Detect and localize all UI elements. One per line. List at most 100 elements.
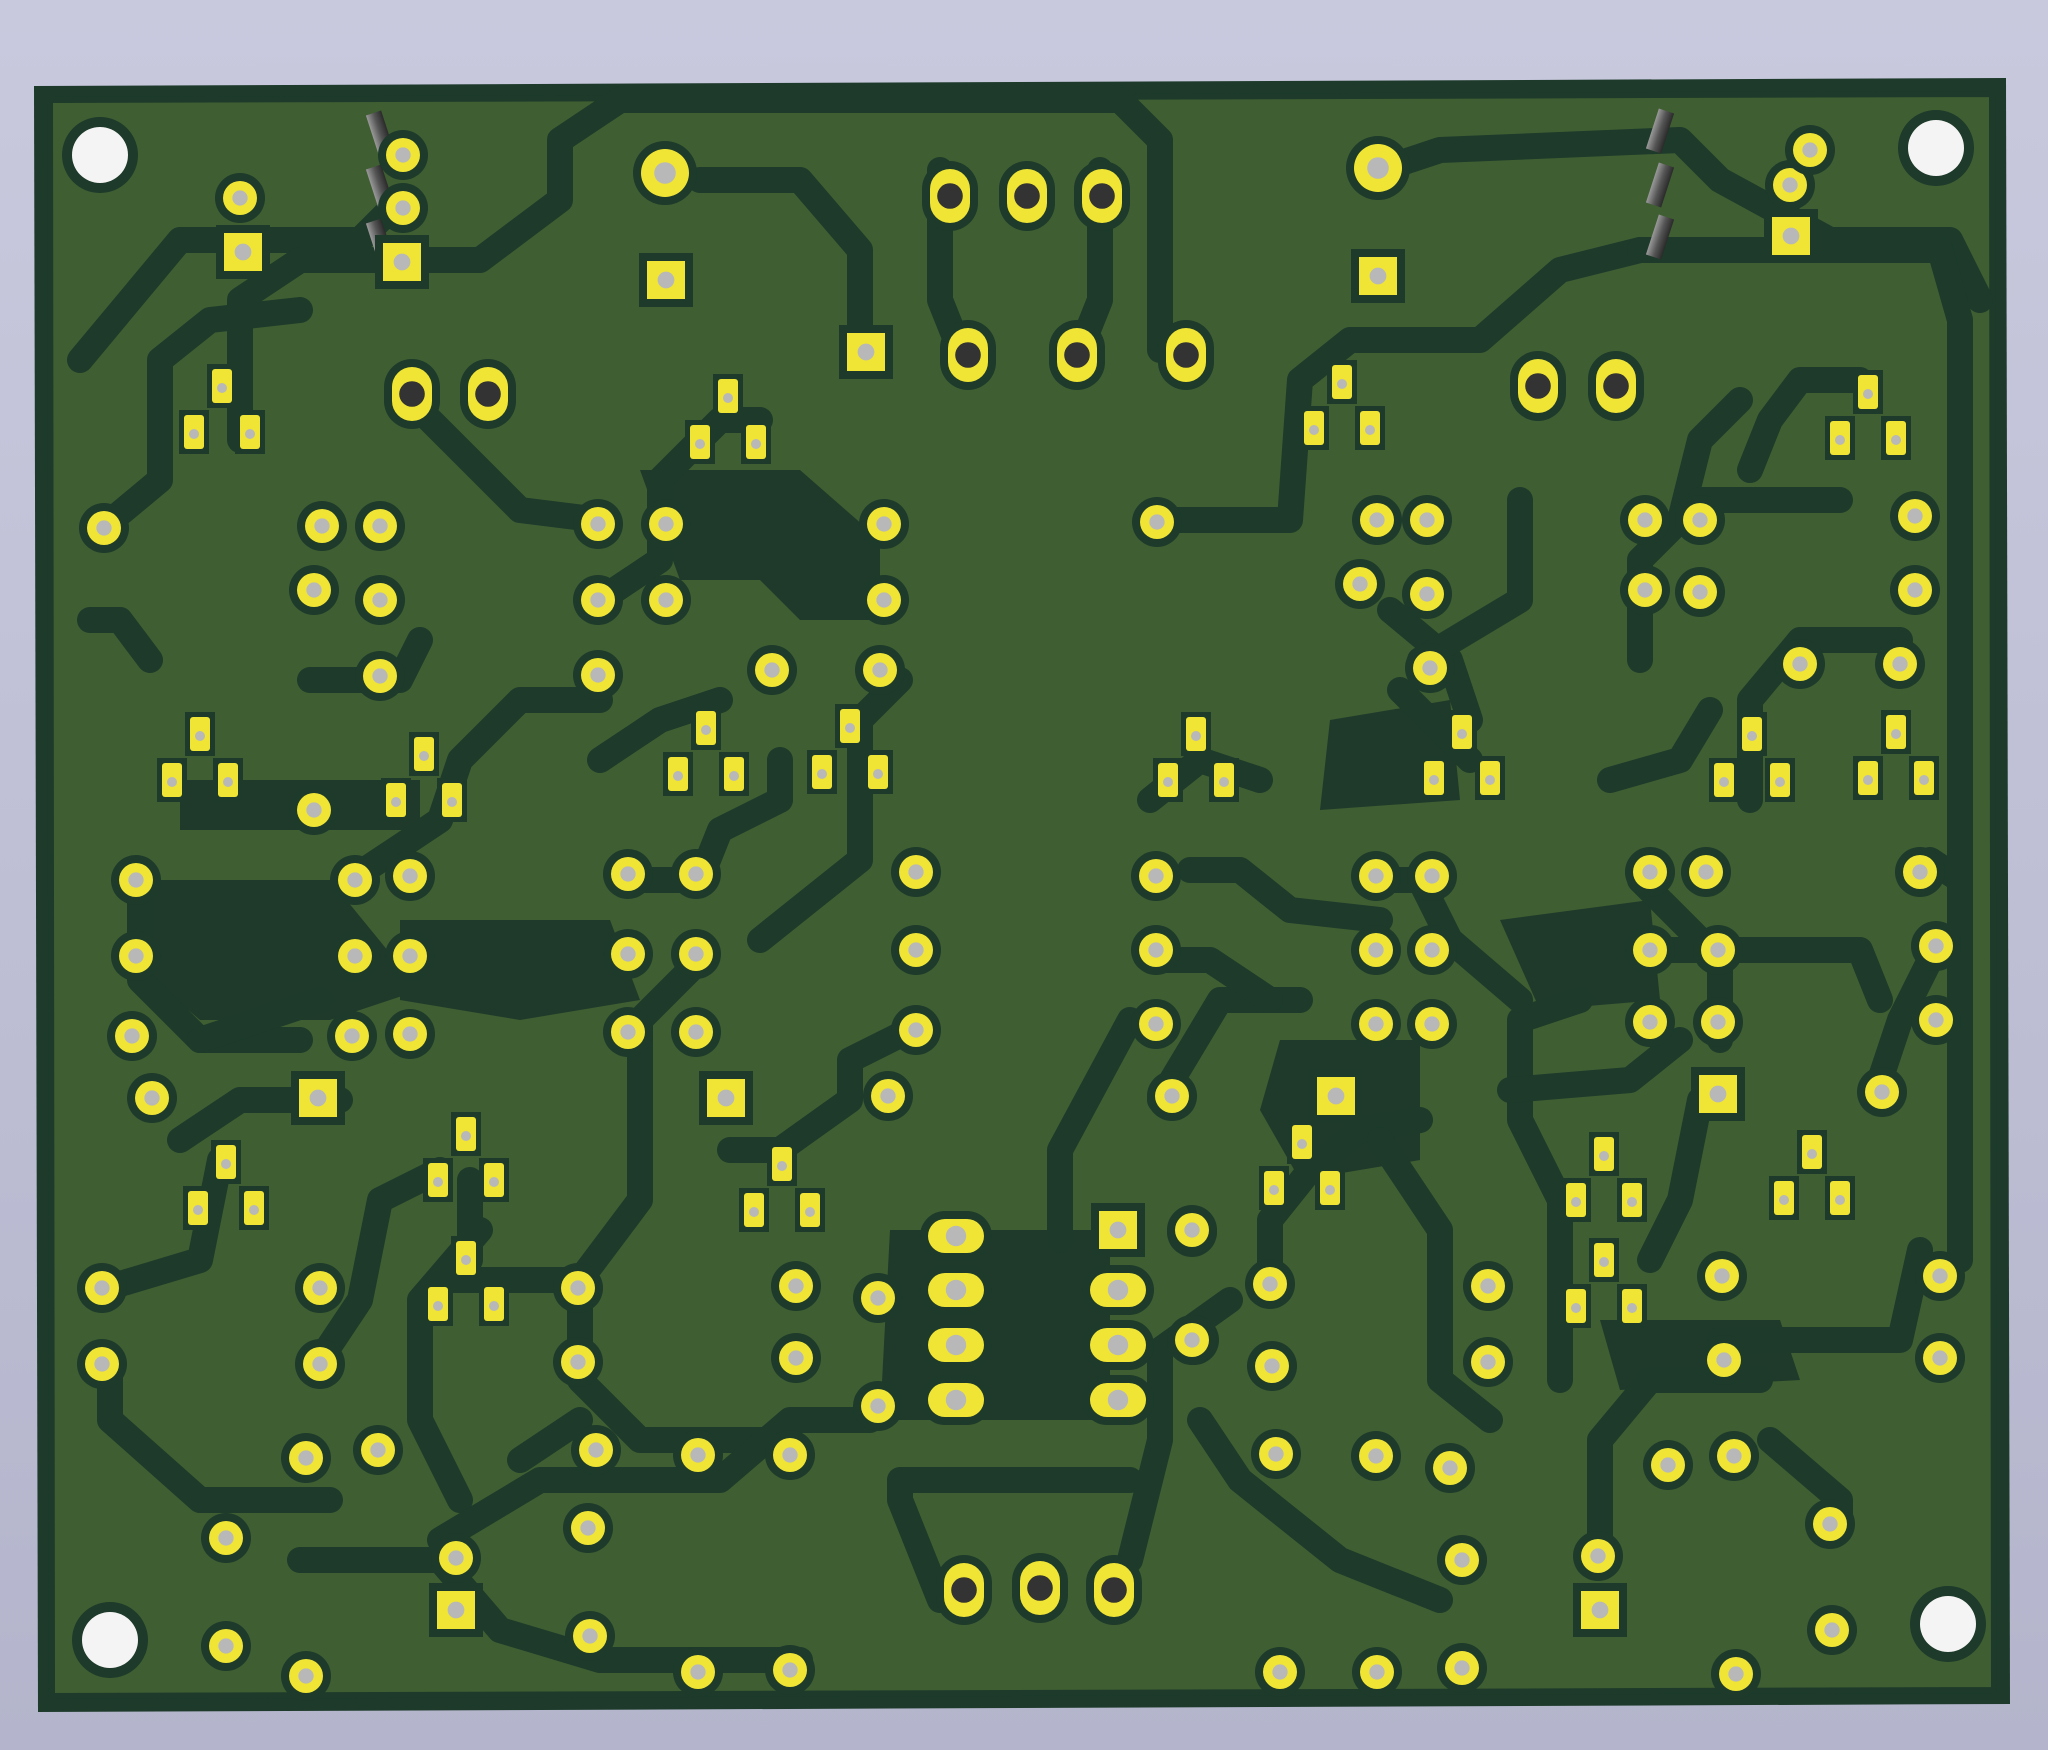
through-hole-pad[interactable] xyxy=(853,1273,903,1323)
through-hole-pad[interactable] xyxy=(1405,643,1455,693)
through-hole-pad[interactable] xyxy=(1346,136,1410,200)
through-hole-pad[interactable] xyxy=(127,1073,177,1123)
through-hole-pad[interactable] xyxy=(1911,995,1961,1045)
sot-footprint[interactable] xyxy=(1153,712,1239,802)
through-hole-pad[interactable] xyxy=(289,565,339,615)
through-hole-pad[interactable] xyxy=(671,929,721,979)
through-hole-pad[interactable] xyxy=(1911,921,1961,971)
square-pad[interactable] xyxy=(1351,249,1405,303)
square-pad[interactable] xyxy=(1691,1067,1745,1121)
through-hole-pad[interactable] xyxy=(77,1263,127,1313)
dip-pad[interactable] xyxy=(920,1320,992,1370)
through-hole-pad[interactable] xyxy=(1437,1535,1487,1585)
through-hole-pad[interactable] xyxy=(855,645,905,695)
through-hole-pad[interactable] xyxy=(603,849,653,899)
through-hole-pad[interactable] xyxy=(281,1433,331,1483)
dip-pad[interactable] xyxy=(1082,1375,1154,1425)
through-hole-pad[interactable] xyxy=(1805,1499,1855,1549)
through-hole-pad[interactable] xyxy=(1775,639,1825,689)
through-hole-pad[interactable] xyxy=(327,1011,377,1061)
through-hole-pad[interactable] xyxy=(378,183,428,233)
through-hole-pad[interactable] xyxy=(603,1007,653,1057)
through-hole-pad[interactable] xyxy=(573,499,623,549)
through-hole-pad[interactable] xyxy=(1625,925,1675,975)
through-hole-pad[interactable] xyxy=(553,1337,603,1387)
square-pad[interactable] xyxy=(216,225,270,279)
through-hole-pad[interactable] xyxy=(1463,1261,1513,1311)
through-hole-pad[interactable] xyxy=(297,501,347,551)
through-hole-pad[interactable] xyxy=(1711,1649,1761,1699)
through-hole-pad[interactable] xyxy=(1699,1335,1749,1385)
through-hole-pad[interactable] xyxy=(859,499,909,549)
dip-pad[interactable] xyxy=(920,1265,992,1315)
through-hole-pad[interactable] xyxy=(281,1651,331,1701)
through-hole-pad[interactable] xyxy=(1351,999,1401,1049)
through-hole-pad[interactable] xyxy=(355,575,405,625)
through-hole-pad[interactable] xyxy=(1875,639,1925,689)
through-hole-pad[interactable] xyxy=(215,173,265,223)
through-hole-pad[interactable] xyxy=(1131,999,1181,1049)
through-hole-pad[interactable] xyxy=(111,855,161,905)
through-hole-pad[interactable] xyxy=(771,1261,821,1311)
square-pad[interactable] xyxy=(1309,1069,1363,1123)
through-hole-pad[interactable] xyxy=(1890,565,1940,615)
through-hole-pad[interactable] xyxy=(1625,997,1675,1047)
through-hole-pad[interactable] xyxy=(863,1071,913,1121)
through-hole-pad[interactable] xyxy=(1807,1605,1857,1655)
oval-pad[interactable] xyxy=(999,161,1055,231)
through-hole-pad[interactable] xyxy=(385,931,435,981)
oval-pad[interactable] xyxy=(936,1555,992,1625)
sot-footprint[interactable] xyxy=(1853,710,1939,800)
through-hole-pad[interactable] xyxy=(671,1007,721,1057)
pcb-board[interactable] xyxy=(34,78,2010,1712)
through-hole-pad[interactable] xyxy=(1351,1431,1401,1481)
through-hole-pad[interactable] xyxy=(79,503,129,553)
through-hole-pad[interactable] xyxy=(641,575,691,625)
sot-footprint[interactable] xyxy=(423,1112,509,1202)
through-hole-pad[interactable] xyxy=(771,1333,821,1383)
through-hole-pad[interactable] xyxy=(765,1645,815,1695)
sot-footprint[interactable] xyxy=(1769,1130,1855,1220)
oval-pad[interactable] xyxy=(1510,351,1566,421)
sot-footprint[interactable] xyxy=(685,374,771,464)
sot-footprint[interactable] xyxy=(381,732,467,822)
through-hole-pad[interactable] xyxy=(1351,925,1401,975)
square-pad[interactable] xyxy=(1764,209,1818,263)
through-hole-pad[interactable] xyxy=(355,501,405,551)
sot-footprint[interactable] xyxy=(739,1142,825,1232)
oval-pad[interactable] xyxy=(1049,320,1105,390)
through-hole-pad[interactable] xyxy=(1625,847,1675,897)
oval-pad[interactable] xyxy=(384,359,440,429)
through-hole-pad[interactable] xyxy=(1167,1315,1217,1365)
through-hole-pad[interactable] xyxy=(1402,495,1452,545)
through-hole-pad[interactable] xyxy=(1352,1647,1402,1697)
through-hole-pad[interactable] xyxy=(1697,1251,1747,1301)
through-hole-pad[interactable] xyxy=(1407,999,1457,1049)
dip-pad[interactable] xyxy=(1082,1265,1154,1315)
through-hole-pad[interactable] xyxy=(1785,125,1835,175)
through-hole-pad[interactable] xyxy=(353,1425,403,1475)
through-hole-pad[interactable] xyxy=(295,1263,345,1313)
sot-footprint[interactable] xyxy=(183,1140,269,1230)
sot-footprint[interactable] xyxy=(423,1236,509,1326)
through-hole-pad[interactable] xyxy=(1247,1341,1297,1391)
through-hole-pad[interactable] xyxy=(747,645,797,695)
through-hole-pad[interactable] xyxy=(891,925,941,975)
through-hole-pad[interactable] xyxy=(1675,567,1725,617)
through-hole-pad[interactable] xyxy=(385,1009,435,1059)
through-hole-pad[interactable] xyxy=(1573,1531,1623,1581)
through-hole-pad[interactable] xyxy=(1335,559,1385,609)
through-hole-pad[interactable] xyxy=(1147,1071,1197,1121)
through-hole-pad[interactable] xyxy=(603,929,653,979)
square-pad[interactable] xyxy=(375,235,429,289)
through-hole-pad[interactable] xyxy=(1709,1431,1759,1481)
sot-footprint[interactable] xyxy=(1825,370,1911,460)
through-hole-pad[interactable] xyxy=(1351,851,1401,901)
through-hole-pad[interactable] xyxy=(378,130,428,180)
through-hole-pad[interactable] xyxy=(641,499,691,549)
through-hole-pad[interactable] xyxy=(1693,925,1743,975)
through-hole-pad[interactable] xyxy=(563,1503,613,1553)
through-hole-pad[interactable] xyxy=(859,575,909,625)
pin-header-right[interactable] xyxy=(1645,108,1675,260)
